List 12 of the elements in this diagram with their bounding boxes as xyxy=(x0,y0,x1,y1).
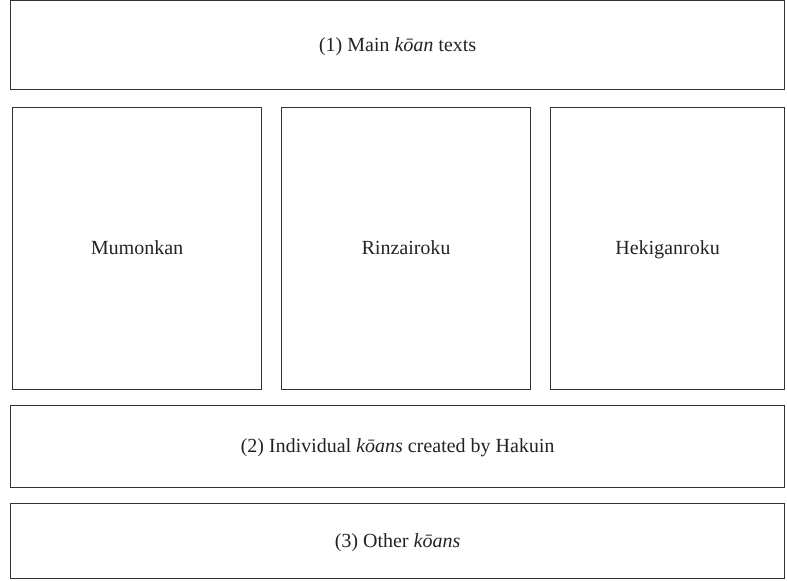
text-box xyxy=(12,107,262,390)
box-label: Rinzairoku xyxy=(362,237,450,260)
box-label: (3) Other kōans xyxy=(334,530,460,552)
text-box xyxy=(10,503,785,579)
text-box xyxy=(281,107,531,390)
text-box xyxy=(550,107,785,390)
box-label: Hekiganroku xyxy=(615,237,720,260)
box-label: Mumonkan xyxy=(90,237,184,260)
text-box xyxy=(10,405,785,488)
text-box xyxy=(10,0,785,90)
box-label: (1) Main kōan texts xyxy=(318,34,476,56)
box-label: (2) Individual kōans created by Hakuin xyxy=(240,435,554,458)
